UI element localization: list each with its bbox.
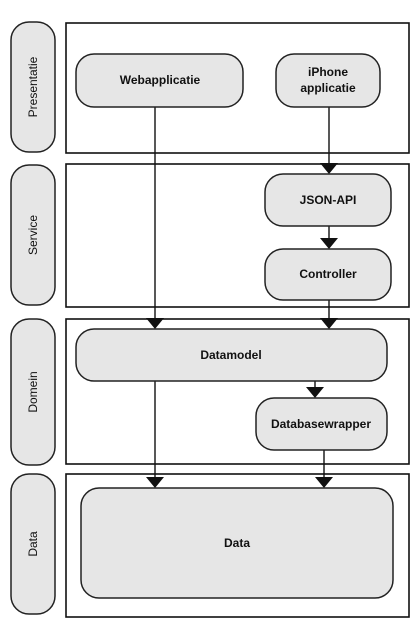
- node-data-label: Data: [224, 536, 250, 550]
- arrowhead-databasewrapper: [306, 387, 324, 398]
- arrowhead-data-right: [315, 477, 333, 488]
- lane-domein: Domein: [10, 318, 56, 466]
- lane-data-label: Data: [26, 531, 40, 557]
- node-databasewrapper[interactable]: Databasewrapper: [255, 397, 388, 451]
- node-controller-label: Controller: [299, 267, 357, 281]
- node-datamodel-label: Datamodel: [200, 348, 261, 362]
- node-webapplicatie[interactable]: Webapplicatie: [75, 53, 244, 108]
- node-json-api[interactable]: JSON-API: [264, 173, 392, 227]
- arrowhead-controller: [320, 238, 338, 249]
- arrowhead-jsonapi: [320, 163, 338, 174]
- lane-presentatie: Presentatie: [10, 21, 56, 153]
- node-iphone-applicatie[interactable]: iPhone applicatie: [275, 53, 381, 108]
- arrowhead-datamodel-right: [320, 318, 338, 329]
- node-json-api-label: JSON-API: [300, 193, 357, 207]
- arrowhead-data-left: [146, 477, 164, 488]
- node-controller[interactable]: Controller: [264, 248, 392, 301]
- node-databasewrapper-label: Databasewrapper: [271, 417, 371, 431]
- edges: [146, 107, 338, 488]
- lane-domein-label: Domein: [26, 371, 40, 412]
- node-data[interactable]: Data: [80, 487, 394, 599]
- node-webapplicatie-label: Webapplicatie: [120, 73, 201, 87]
- lane-data: Data: [10, 473, 56, 615]
- node-iphone-label-line2: applicatie: [300, 81, 356, 95]
- node-datamodel[interactable]: Datamodel: [75, 328, 388, 382]
- lane-service-label: Service: [26, 215, 40, 255]
- lane-service: Service: [10, 164, 56, 306]
- lane-presentatie-label: Presentatie: [26, 56, 40, 117]
- arrowhead-datamodel-left: [146, 318, 164, 329]
- node-iphone-label-line1: iPhone: [308, 65, 348, 79]
